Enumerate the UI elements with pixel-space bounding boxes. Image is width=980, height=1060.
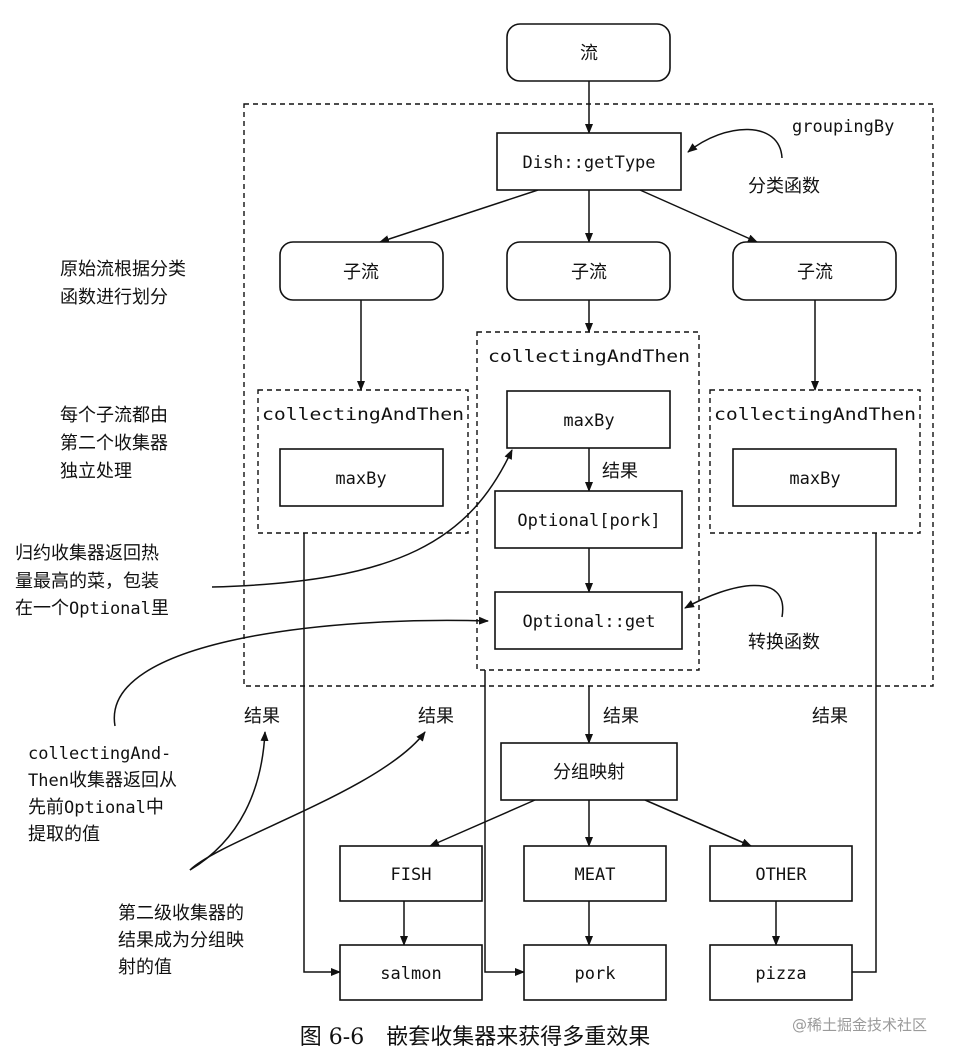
value-pork-label: pork [575,964,616,984]
key-fish-label: FISH [391,865,432,885]
annotation-substream-line2: 第二个收集器 [60,433,168,454]
annotation-reduce-line2: 量最高的菜，包装 [15,571,159,592]
annotation-reduce-line3: 在一个Optional里 [15,598,169,619]
value-salmon-box [339,944,483,1001]
annotation-cat-line3: 先前Optional中 [28,797,164,818]
classifier-label: Dish::getType [522,153,655,173]
substream-right-label: 子流 [797,262,833,283]
annotation-partition-line2: 函数进行划分 [60,287,168,308]
maxby-middle-label: maxBy [563,411,614,431]
annotation-second-line3: 射的值 [118,957,172,978]
classifier-fn-label: 分类函数 [748,176,820,197]
group-map-label: 分组映射 [553,762,625,783]
maxby-left-label: maxBy [335,469,386,489]
arrow-middle-result-to-pork [484,670,525,976]
optional-get-box [494,591,683,650]
stream-node-label: 流 [580,43,598,64]
annotation-reduce-line1: 归约收集器返回热 [15,543,159,564]
arrow-classifier-to-left [379,189,539,243]
arrow-left-result-to-salmon [303,533,341,976]
annotation-cat-line1: collectingAnd- [28,744,171,764]
pointer-reduce-annotation [211,449,513,588]
pointer-second-to-result-middle [189,731,426,871]
key-other-box [709,845,853,902]
value-salmon-label: salmon [380,964,441,984]
cat-right-title: collectingAndThen [714,405,916,425]
annotation-partition-line1: 原始流根据分类 [60,259,186,280]
substream-right-box [732,241,897,301]
value-pizza-box [709,944,853,1001]
maxby-left-box [279,448,444,507]
key-meat-box [523,845,667,902]
annotation-second-line2: 结果成为分组映 [118,930,244,951]
pointer-cat-annotation [113,616,489,727]
connectors [113,81,877,976]
stream-node-box [506,23,671,82]
substream-left-label: 子流 [343,262,379,283]
pointer-groupingby-label [687,128,783,159]
optional-pork-label: Optional[pork] [517,511,660,531]
collecting-and-then-left-container [257,389,469,534]
maxby-right-label: maxBy [789,469,840,489]
substream-middle-label: 子流 [571,262,607,283]
arrow-map-to-other [644,799,752,847]
pointer-transform-label [684,584,784,618]
value-pork-box [523,944,667,1001]
value-pizza-label: pizza [755,964,806,984]
result-inner-label: 结果 [602,461,638,482]
arrow-right-result-to-pizza [837,533,877,976]
maxby-right-box [732,448,897,507]
annotation-cat-line2: Then收集器返回从 [28,770,177,791]
figure-caption: 图 6-6 嵌套收集器来获得多重效果 [300,1025,650,1050]
annotation-substream-line3: 独立处理 [60,461,132,482]
annotation-cat-line4: 提取的值 [28,824,100,845]
cat-left-title: collectingAndThen [262,405,464,425]
pointer-second-to-result-left [189,731,269,871]
maxby-middle-box [506,390,671,449]
cat-middle-title: collectingAndThen [488,347,690,367]
group-map-box [500,742,678,801]
arrow-classifier-to-right [639,189,758,243]
grouping-by-title: groupingBy [792,117,894,137]
transform-fn-label: 转换函数 [748,632,820,653]
substream-middle-box [506,241,671,301]
arrow-map-to-fish [429,799,536,847]
key-meat-label: MEAT [575,865,616,885]
classifier-box [496,132,682,191]
substream-left-box [279,241,444,301]
optional-pork-box [494,490,683,549]
result-label-3: 结果 [603,706,639,727]
annotation-substream-line1: 每个子流都由 [60,405,168,426]
key-other-label: OTHER [755,865,807,885]
key-fish-box [339,845,483,902]
result-label-2: 结果 [418,706,454,727]
optional-get-label: Optional::get [522,612,655,632]
result-label-4: 结果 [812,706,848,727]
result-label-1: 结果 [244,706,280,727]
annotation-second-line1: 第二级收集器的 [118,903,244,924]
collecting-and-then-right-container [709,389,921,534]
watermark: @稀土掘金技术社区 [792,1016,927,1034]
